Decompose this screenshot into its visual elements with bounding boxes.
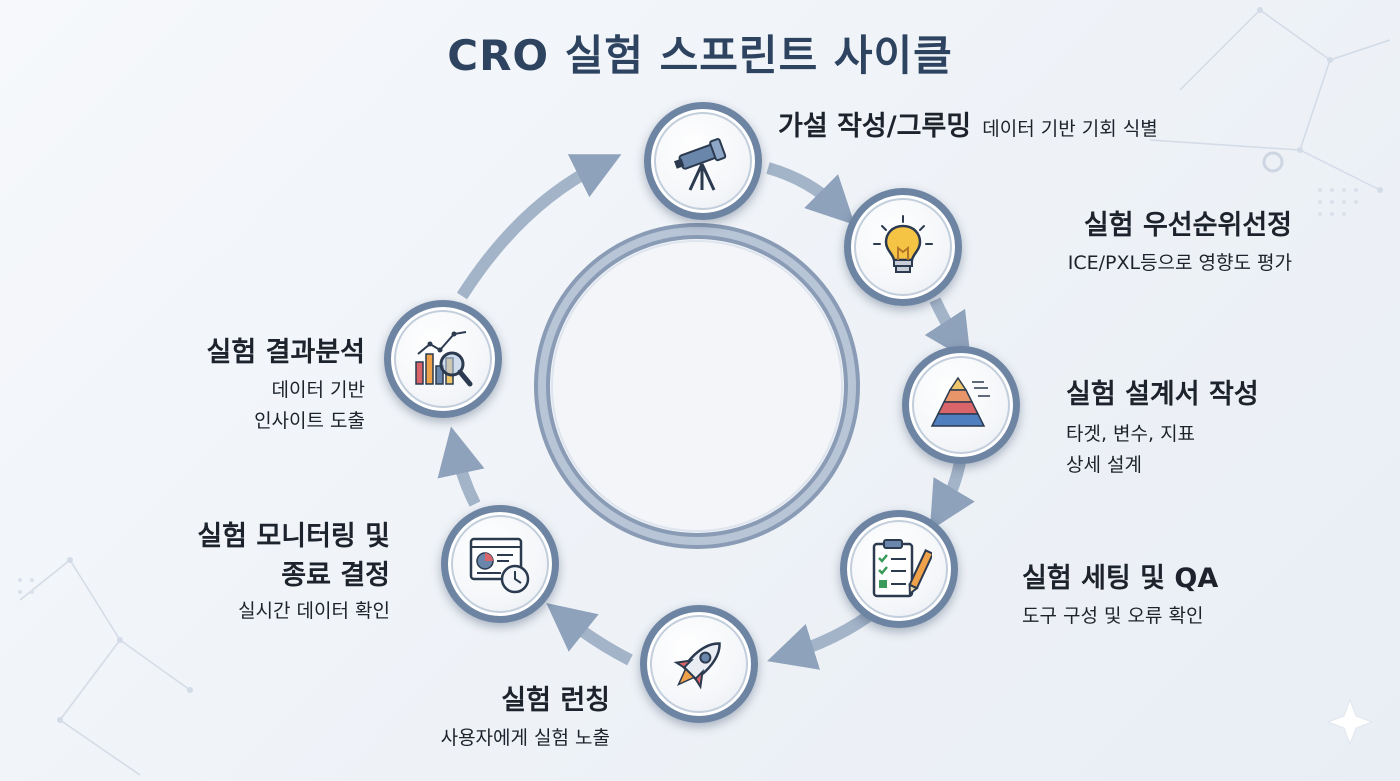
- step-monitor-label: 실험 모니터링 및 종료 결정 실시간 데이터 확인: [197, 514, 390, 623]
- step-monitor-node: [441, 505, 559, 623]
- step-setup-desc: 도구 구성 및 오류 확인: [1022, 605, 1204, 627]
- step-priority-desc: ICE/PXL등으로 영향도 평가: [1067, 252, 1292, 274]
- step-setup-heading: 실험 세팅 및 QA: [1022, 563, 1219, 594]
- arrow-hypothesis-to-priority: [766, 162, 855, 225]
- pyramid-icon: [930, 376, 990, 427]
- step-hypothesis-node: [644, 102, 762, 220]
- step-analysis-heading: 실험 결과분석: [206, 337, 365, 368]
- step-setup-label: 실험 세팅 및 QA 도구 구성 및 오류 확인: [1022, 556, 1218, 628]
- step-hypothesis-heading: 가설 작성/그루밍: [778, 111, 972, 142]
- diagram-title: CRO 실험 스프린트 사이클: [447, 31, 953, 80]
- step-launch-node: [640, 605, 758, 723]
- arrow-analysis-to-hypothesis: [456, 154, 622, 300]
- step-monitor-heading-line1: 실험 모니터링 및: [197, 521, 390, 552]
- step-setup-node: [840, 510, 958, 628]
- lightbulb-icon: [873, 215, 933, 273]
- step-analysis-desc-line1: 데이터 기반: [271, 379, 365, 401]
- step-launch-desc: 사용자에게 실험 노출: [440, 727, 610, 749]
- checklist-icon: [872, 539, 932, 598]
- arrow-priority-to-design: [924, 297, 972, 363]
- arrow-launch-to-monitor: [546, 603, 633, 666]
- step-analysis-label: 실험 결과분석 데이터 기반 인사이트 도출: [207, 330, 365, 433]
- step-monitor-desc: 실시간 데이터 확인: [238, 600, 390, 622]
- arrow-setup-to-launch: [767, 610, 874, 670]
- step-priority-label: 실험 우선순위선정 ICE/PXL등으로 영향도 평가: [1068, 203, 1292, 275]
- step-hypothesis-desc: 데이터 기반 기회 식별: [982, 118, 1158, 140]
- step-priority-heading: 실험 우선순위선정: [1083, 210, 1292, 241]
- step-priority-node: [844, 188, 962, 306]
- step-analysis-node: [384, 300, 502, 418]
- step-design-node: [902, 346, 1020, 464]
- chart-magnifier-icon: [415, 331, 473, 387]
- arrow-monitor-to-analysis: [437, 426, 485, 507]
- step-launch-label: 실험 런칭 사용자에게 실험 노출: [441, 678, 610, 750]
- step-monitor-heading-line2: 종료 결정: [281, 560, 390, 591]
- step-hypothesis-label: 가설 작성/그루밍 데이터 기반 기회 식별: [778, 104, 1158, 143]
- rocket-icon: [673, 642, 721, 690]
- step-design-heading: 실험 설계서 작성: [1066, 379, 1259, 410]
- step-design-desc-line2: 상세 설계: [1066, 454, 1142, 476]
- step-launch-heading: 실험 런칭: [501, 685, 610, 716]
- step-analysis-desc-line2: 인사이트 도출: [254, 410, 365, 432]
- telescope-icon: [674, 138, 727, 191]
- sparkle-icon: [1326, 698, 1374, 746]
- step-design-label: 실험 설계서 작성 타겟, 변수, 지표 상세 설계: [1066, 372, 1259, 477]
- arrow-design-to-setup: [929, 460, 975, 531]
- dashboard-clock-icon: [469, 537, 530, 594]
- step-design-desc-line1: 타겟, 변수, 지표: [1066, 423, 1196, 445]
